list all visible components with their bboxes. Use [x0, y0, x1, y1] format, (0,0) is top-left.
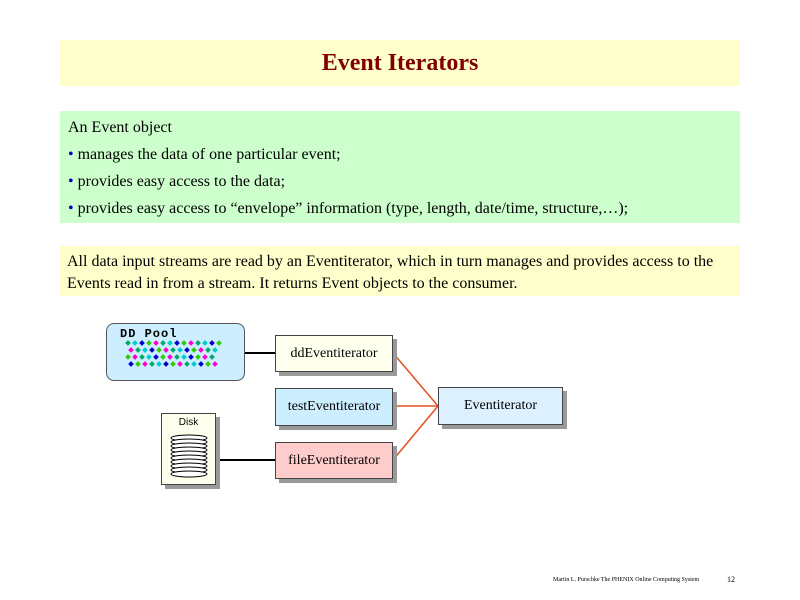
pool-dot — [195, 354, 201, 360]
file-eventiterator-node: fileEventiterator — [275, 442, 393, 479]
dd-pool-box — [106, 323, 245, 381]
file-eventiterator-label: fileEventiterator — [288, 452, 380, 468]
dd-connector — [392, 352, 439, 407]
pool-dot — [188, 354, 194, 360]
eventiterator-node: Eventiterator — [438, 387, 563, 425]
pool-dot — [212, 347, 218, 353]
pool-dot — [177, 361, 183, 367]
pool-dot — [163, 361, 169, 367]
dd-eventiterator-node: ddEventiterator — [275, 335, 393, 372]
pool-dot — [146, 354, 152, 360]
pool-dot — [149, 347, 155, 353]
pool-dot — [153, 340, 159, 346]
description-text: All data input streams are read by an Ev… — [67, 253, 714, 292]
pool-dot — [191, 361, 197, 367]
bullet-text: manages the data of one particular event… — [77, 146, 341, 163]
pool-dot — [135, 347, 141, 353]
test-eventiterator-label: testEventiterator — [287, 399, 381, 414]
disk-box — [161, 413, 216, 485]
pool-dot — [139, 354, 145, 360]
pool-dot — [146, 340, 152, 346]
pool-dot — [209, 354, 215, 360]
pool-dot — [174, 340, 180, 346]
intro-bullet: • provides easy access to the data; — [68, 172, 732, 199]
title-banner: Event Iterators — [60, 40, 740, 86]
pool-dot — [174, 354, 180, 360]
pool-dot — [132, 354, 138, 360]
bullet-icon: • — [68, 200, 74, 217]
pool-dot — [167, 354, 173, 360]
pool-dot — [128, 347, 134, 353]
pool-dot — [181, 340, 187, 346]
test-eventiterator-node: testEventiterator — [275, 388, 393, 426]
bullet-icon: • — [68, 173, 74, 190]
pool-dot — [212, 361, 218, 367]
pool-dot — [139, 340, 145, 346]
eventiterator-label: Eventiterator — [463, 398, 538, 413]
pool-dot — [202, 354, 208, 360]
pool-dot — [142, 347, 148, 353]
intro-bullet: • manages the data of one particular eve… — [68, 145, 732, 172]
pool-dot — [198, 361, 204, 367]
pool-dot — [167, 340, 173, 346]
pool-dot — [149, 361, 155, 367]
slide-title: Event Iterators — [321, 49, 479, 76]
intro-bullet: • provides easy access to “envelope” inf… — [68, 199, 732, 226]
disk-label: Disk — [178, 417, 199, 428]
pool-dot — [153, 354, 159, 360]
pool-dot — [202, 340, 208, 346]
pool-dot — [156, 361, 162, 367]
pool-dot — [177, 347, 183, 353]
pool-dot — [142, 361, 148, 367]
intro-heading: An Event object — [68, 119, 172, 136]
disk-stack-icon — [170, 434, 208, 478]
pool-dot — [170, 361, 176, 367]
pool-dot — [163, 347, 169, 353]
pool-dot — [170, 347, 176, 353]
pool-dot — [216, 340, 222, 346]
pool-dot — [160, 340, 166, 346]
pool-dot — [188, 340, 194, 346]
pool-dot — [156, 347, 162, 353]
pool-dot — [125, 340, 131, 346]
pool-dot — [209, 340, 215, 346]
footer-text: Martin L. Purschke The PHENIX Online Com… — [553, 577, 700, 583]
bullet-text: provides easy access to “envelope” infor… — [77, 200, 629, 217]
pool-dot — [184, 361, 190, 367]
intro-box: An Event object • manages the data of on… — [60, 111, 740, 223]
file-connector — [392, 405, 439, 461]
pool-dot — [198, 347, 204, 353]
bullet-text: provides easy access to the data; — [77, 173, 286, 190]
pool-dot — [191, 347, 197, 353]
pool-dot — [132, 340, 138, 346]
pool-dot — [205, 361, 211, 367]
pool-dot — [160, 354, 166, 360]
pool-dot — [181, 354, 187, 360]
pool-dot — [184, 347, 190, 353]
page-number: 12 — [727, 575, 735, 584]
dd-eventiterator-label: ddEventiterator — [290, 345, 378, 361]
dd-pool-label: DD Pool — [120, 327, 178, 341]
pool-dot — [195, 340, 201, 346]
pool-dot — [205, 347, 211, 353]
pool-dot — [125, 354, 131, 360]
description-box: All data input streams are read by an Ev… — [60, 246, 740, 296]
bullet-icon: • — [68, 146, 74, 163]
pool-dot — [135, 361, 141, 367]
pool-dot — [128, 361, 134, 367]
